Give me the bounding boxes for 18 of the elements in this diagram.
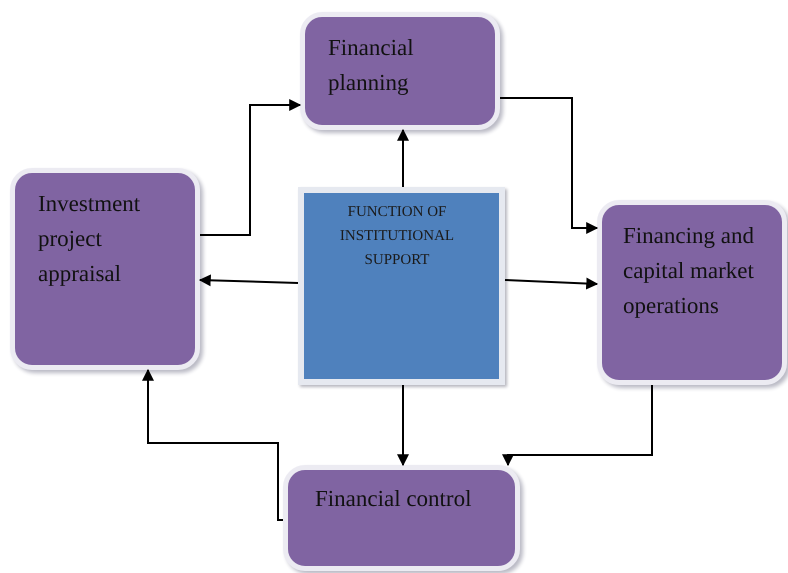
node-label: Investment project appraisal [38,190,142,288]
central-box [298,187,505,385]
process-box [300,12,500,130]
node-label: Financing and capital market operations [623,222,755,320]
node-label: Financial planning [328,34,415,97]
arrow [397,385,409,466]
arrow [200,99,302,236]
process-box [283,465,520,571]
arrow [397,128,409,187]
node-label: FUNCTION OF INSTITUTIONAL SUPPORT [338,203,456,270]
arrow [500,97,598,234]
process-box [597,200,787,385]
arrow [142,368,283,521]
arrow [198,274,298,286]
node-label: Financial control [315,485,472,513]
arrow [502,385,653,466]
arrow [504,278,598,290]
process-box [10,168,200,370]
